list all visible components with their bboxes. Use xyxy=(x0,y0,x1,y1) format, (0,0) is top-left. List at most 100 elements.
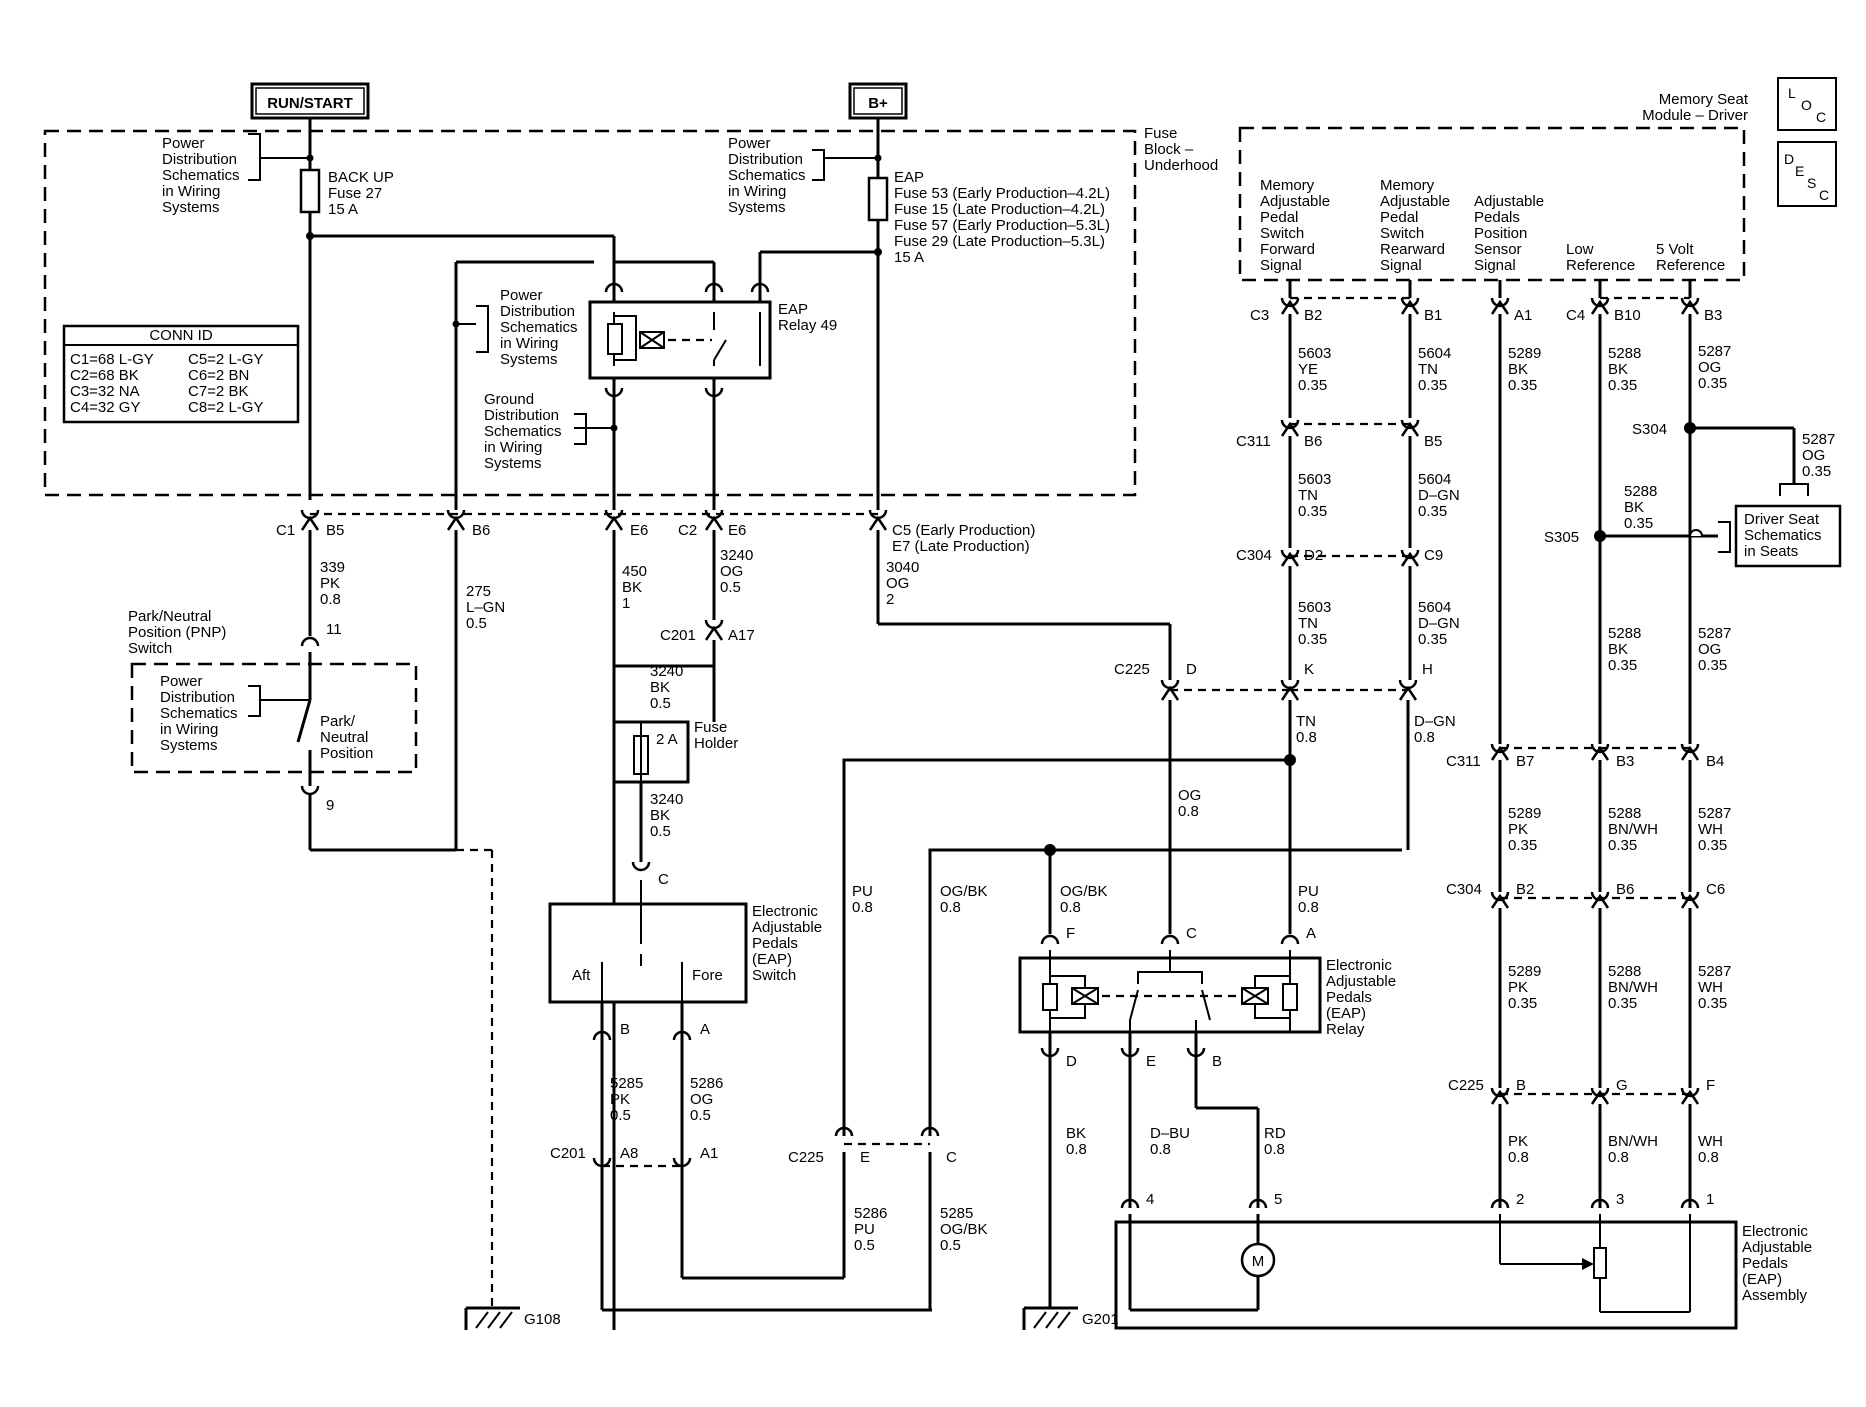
svg-text:Fuse 27: Fuse 27 xyxy=(328,185,382,202)
wire-ogbk-2: OG/BK0.8 xyxy=(1060,883,1108,916)
svg-text:5289: 5289 xyxy=(1508,963,1541,980)
svg-text:Electronic: Electronic xyxy=(1742,1223,1808,1240)
pin-b5: B5 xyxy=(326,522,344,539)
loc-icon[interactable]: L O C xyxy=(1777,77,1837,131)
svg-text:0.35: 0.35 xyxy=(1508,995,1537,1012)
svg-text:in Seats: in Seats xyxy=(1744,543,1798,560)
svg-text:PK: PK xyxy=(1508,1133,1528,1150)
svg-text:Low: Low xyxy=(1566,241,1594,258)
svg-text:D–BU: D–BU xyxy=(1150,1125,1190,1142)
fore-label: Fore xyxy=(692,967,723,984)
pin-1: 1 xyxy=(1706,1191,1714,1208)
svg-text:BK: BK xyxy=(1608,361,1628,378)
svg-text:C3=32 NA: C3=32 NA xyxy=(70,383,140,400)
svg-text:(EAP): (EAP) xyxy=(752,951,792,968)
eap-switch-pins xyxy=(592,1030,692,1168)
svg-text:BK: BK xyxy=(1508,361,1528,378)
c304-upper xyxy=(1280,549,1420,567)
svg-text:0.8: 0.8 xyxy=(1608,1149,1629,1166)
pin-a8: A8 xyxy=(620,1145,638,1162)
pin-h: H xyxy=(1422,661,1433,678)
svg-text:0.35: 0.35 xyxy=(1508,837,1537,854)
module-pins xyxy=(1280,297,1700,315)
wire-og: OG0.8 xyxy=(1178,787,1201,820)
svg-text:0.35: 0.35 xyxy=(1298,631,1327,648)
svg-text:Pedal: Pedal xyxy=(1380,209,1418,226)
svg-text:0.5: 0.5 xyxy=(650,695,671,712)
wire-pk: PK0.8 xyxy=(1508,1133,1529,1166)
svg-text:EAP: EAP xyxy=(894,169,924,186)
svg-text:2: 2 xyxy=(886,591,894,608)
svg-text:5603: 5603 xyxy=(1298,345,1331,362)
eap-relay-49-label: EAP Relay 49 xyxy=(778,301,837,334)
pin-c311b: C311 xyxy=(1446,753,1481,770)
svg-text:C6=2 BN: C6=2 BN xyxy=(188,367,249,384)
pin-b7: B7 xyxy=(1516,753,1534,770)
svg-text:5288: 5288 xyxy=(1608,963,1641,980)
svg-text:C8=2 L-GY: C8=2 L-GY xyxy=(188,399,263,416)
svg-text:Assembly: Assembly xyxy=(1742,1287,1808,1304)
pin-a1: A1 xyxy=(700,1145,718,1162)
fuse-holder-label: Fuse Holder xyxy=(694,719,738,752)
svg-text:Adjustable: Adjustable xyxy=(1326,973,1396,990)
svg-text:OG: OG xyxy=(720,563,743,580)
svg-text:3240: 3240 xyxy=(720,547,753,564)
splice-tn xyxy=(1284,754,1296,766)
pin-c201b: C201 xyxy=(550,1145,586,1162)
conn-id-title: CONN ID xyxy=(149,327,213,344)
wire-bk: BK0.8 xyxy=(1066,1125,1087,1158)
svg-text:0.35: 0.35 xyxy=(1624,515,1653,532)
svg-text:5 Volt: 5 Volt xyxy=(1656,241,1694,258)
pin-9: 9 xyxy=(326,797,334,814)
svg-text:5603: 5603 xyxy=(1298,471,1331,488)
svg-text:0.35: 0.35 xyxy=(1698,657,1727,674)
c311-upper xyxy=(1280,419,1420,437)
svg-text:Systems: Systems xyxy=(162,199,220,216)
svg-text:OG: OG xyxy=(886,575,909,592)
svg-text:0.8: 0.8 xyxy=(1298,899,1319,916)
svg-text:5287: 5287 xyxy=(1698,805,1731,822)
svg-text:EAP: EAP xyxy=(778,301,808,318)
ground-g108-icon xyxy=(464,1306,520,1330)
aft-label: Aft xyxy=(572,967,591,984)
eap-switch: Aft Fore xyxy=(548,880,748,1004)
ground-g108-label: G108 xyxy=(524,1311,561,1328)
pu-ogbk-wires xyxy=(842,758,1402,1310)
svg-text:BN/WH: BN/WH xyxy=(1608,821,1658,838)
svg-text:Switch: Switch xyxy=(1260,225,1304,242)
svg-text:Relay 49: Relay 49 xyxy=(778,317,837,334)
svg-text:OG: OG xyxy=(1698,359,1721,376)
svg-text:Module – Driver: Module – Driver xyxy=(1642,107,1748,124)
svg-text:Position (PNP): Position (PNP) xyxy=(128,624,226,641)
c225-upper xyxy=(1160,679,1418,701)
signal-low-ref-label: Low Reference xyxy=(1566,241,1635,274)
eap-fuse xyxy=(867,176,889,222)
svg-text:Schematics: Schematics xyxy=(728,167,806,184)
svg-text:C5=2 L-GY: C5=2 L-GY xyxy=(188,351,263,368)
svg-text:0.35: 0.35 xyxy=(1698,837,1727,854)
pds-label-4: Power Distribution Schematics in Wiring … xyxy=(160,673,238,754)
pin-5: 5 xyxy=(1274,1191,1282,1208)
svg-text:5285: 5285 xyxy=(940,1205,973,1222)
svg-text:L–GN: L–GN xyxy=(466,599,505,616)
svg-text:Reference: Reference xyxy=(1566,257,1635,274)
svg-text:5288: 5288 xyxy=(1624,483,1657,500)
pin-relay-e: E xyxy=(1146,1053,1156,1070)
svg-text:Fuse 15 (Late Production–4.2L): Fuse 15 (Late Production–4.2L) xyxy=(894,201,1105,218)
pin-2: 2 xyxy=(1516,1191,1524,1208)
svg-text:Electronic: Electronic xyxy=(1326,957,1392,974)
pin-c6: C6 xyxy=(1706,881,1725,898)
svg-text:Switch: Switch xyxy=(752,967,796,984)
eap-relay-49 xyxy=(588,300,772,380)
svg-text:Sensor: Sensor xyxy=(1474,241,1522,258)
backup-fuse-27 xyxy=(299,168,321,214)
desc-icon[interactable]: D E S C xyxy=(1777,141,1837,207)
svg-text:Power: Power xyxy=(728,135,771,152)
svg-text:(EAP): (EAP) xyxy=(1742,1271,1782,1288)
